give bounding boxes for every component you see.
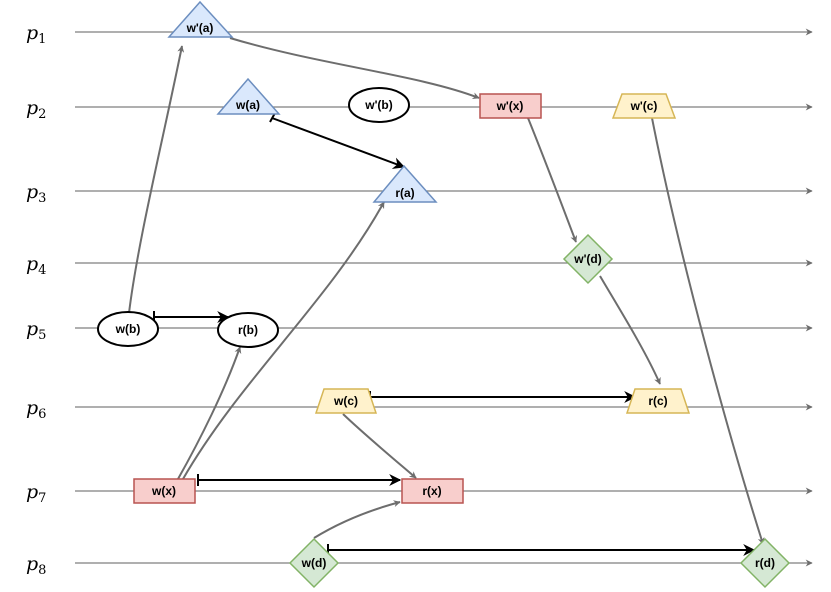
gray-arrows: [128, 37, 765, 545]
edge-wpx-wpd: [527, 117, 578, 243]
edge-wpc-rd: [651, 117, 765, 545]
node-label: r(a): [395, 186, 414, 200]
node-wpd[interactable]: w'(d): [562, 233, 614, 285]
edge-wd-rd: [327, 544, 756, 556]
node-label: r(c): [648, 394, 667, 408]
edge-wpa-wpx: [229, 37, 480, 99]
process-label-p1: p1: [26, 22, 46, 47]
timelines: p1 p2 p3 p4 p5 p6 p7 p8: [26, 22, 813, 578]
process-p5: p5: [26, 318, 813, 343]
edge-wb-rb: [153, 311, 230, 323]
edge-wx-rb: [177, 346, 242, 480]
node-label: r(b): [238, 323, 258, 337]
node-label: w'(d): [573, 252, 602, 266]
node-rc[interactable]: r(c): [625, 388, 691, 414]
node-wpa[interactable]: w'(a): [167, 0, 234, 38]
node-label: w'(b): [364, 98, 393, 112]
node-label: w(b): [115, 322, 141, 336]
node-label: w'(a): [186, 21, 214, 35]
node-wpx[interactable]: w'(x): [479, 93, 542, 119]
node-rx[interactable]: r(x): [401, 478, 464, 504]
node-ra[interactable]: r(a): [372, 164, 438, 203]
process-label-p8: p8: [26, 553, 46, 578]
process-p2: p2: [26, 97, 813, 122]
edge-wpd-rc: [599, 275, 661, 385]
node-label: w'(x): [496, 99, 524, 113]
node-wa[interactable]: w(a): [216, 77, 281, 115]
node-label: w(d): [301, 556, 327, 570]
process-label-p5: p5: [26, 318, 46, 343]
edge-wc-rc: [369, 391, 637, 403]
process-label-p6: p6: [26, 397, 46, 422]
edge-wb-wpa: [128, 45, 185, 314]
process-label-p4: p4: [26, 253, 46, 278]
node-wb[interactable]: w(b): [97, 311, 159, 347]
node-rd[interactable]: r(d): [739, 537, 791, 589]
node-wpc[interactable]: w'(c): [611, 93, 677, 119]
node-label: w(c): [333, 394, 358, 408]
edge-wx-rx: [197, 474, 402, 486]
process-p3: p3: [26, 181, 813, 206]
node-label: r(d): [755, 556, 775, 570]
node-rb[interactable]: r(b): [217, 312, 279, 348]
edge-wd-rx: [313, 500, 401, 539]
node-label: r(x): [422, 484, 441, 498]
process-label-p3: p3: [26, 181, 46, 206]
node-label: w(x): [151, 484, 176, 498]
process-p8: p8: [26, 553, 813, 578]
node-wc[interactable]: w(c): [314, 388, 378, 414]
node-label: w'(c): [630, 99, 658, 113]
process-label-p7: p7: [26, 481, 46, 506]
node-wd[interactable]: w(d): [288, 537, 340, 589]
process-p6: p6: [26, 397, 813, 422]
nodes: w'(a) w(a) r(a) w'(b) w(b) r(b) w'(x): [97, 0, 791, 589]
node-wpb[interactable]: w'(b): [348, 87, 410, 123]
node-label: w(a): [235, 98, 260, 112]
process-label-p2: p2: [26, 97, 46, 122]
edge-wc-rx: [342, 413, 417, 479]
edge-wx-ra: [182, 201, 385, 480]
node-wx[interactable]: w(x): [133, 478, 196, 504]
process-p1: p1: [26, 22, 813, 47]
process-p4: p4: [26, 253, 813, 278]
